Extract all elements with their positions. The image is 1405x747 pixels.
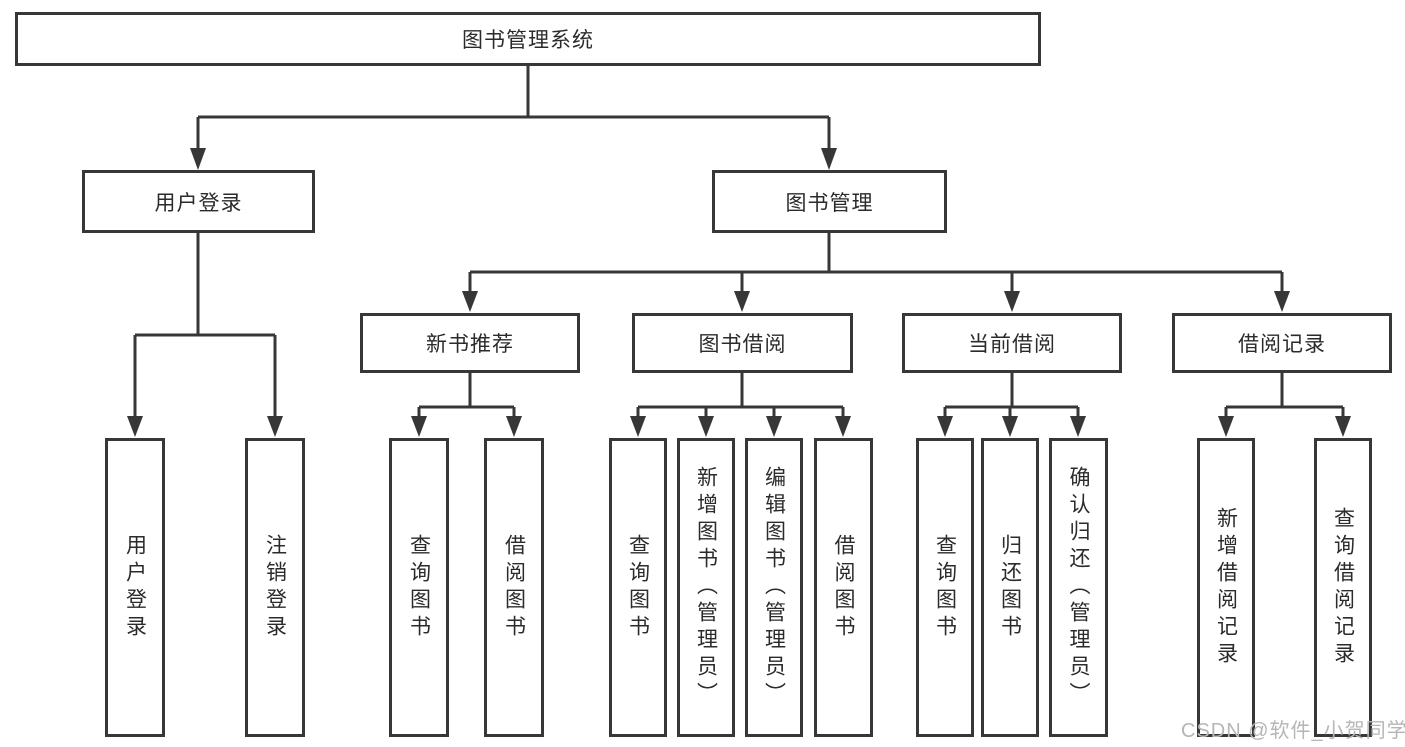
leaf-confirm-return-admin: 确认归还（管理员） (1049, 438, 1108, 737)
node-label: 查询图书 (626, 533, 650, 642)
node-current-borrowing: 当前借阅 (902, 313, 1122, 373)
leaf-query-borrow-record: 查询借阅记录 (1314, 438, 1372, 737)
node-label: 查询借阅记录 (1331, 506, 1355, 669)
node-label: 新书推荐 (426, 333, 514, 356)
node-label: 编辑图书（管理员） (762, 466, 786, 709)
node-label: 查询图书 (933, 533, 957, 642)
leaf-logout: 注销登录 (245, 438, 305, 737)
node-label: 图书借阅 (698, 333, 787, 356)
node-label: 新增借阅记录 (1214, 506, 1238, 669)
node-label: 借阅图书 (832, 533, 855, 642)
leaf-query-books-current: 查询图书 (916, 438, 974, 737)
node-label: 图书管理系统 (462, 29, 594, 52)
node-book-borrowing: 图书借阅 (632, 313, 853, 373)
node-label: 借阅记录 (1238, 333, 1326, 356)
node-label: 当前借阅 (968, 333, 1056, 356)
node-label: 图书管理 (785, 191, 874, 215)
node-label: 借阅图书 (502, 533, 526, 642)
leaf-borrow-books-recommend: 借阅图书 (484, 438, 544, 737)
node-label: 归还图书 (998, 533, 1022, 642)
leaf-query-books-recommend: 查询图书 (389, 438, 449, 737)
node-label: 注销登录 (263, 533, 287, 642)
node-label: 查询图书 (407, 533, 431, 642)
node-label: 新增图书（管理员） (694, 466, 718, 709)
node-borrowing-records: 借阅记录 (1172, 313, 1392, 373)
leaf-borrow-books-borrowing: 借阅图书 (814, 438, 873, 737)
leaf-edit-book-admin: 编辑图书（管理员） (745, 438, 803, 737)
leaf-query-books-borrowing: 查询图书 (609, 438, 667, 737)
leaf-add-book-admin: 新增图书（管理员） (677, 438, 735, 737)
node-book-management: 图书管理 (712, 170, 947, 233)
node-label: 确认归还（管理员） (1067, 466, 1090, 709)
node-label: 用户登录 (154, 191, 243, 215)
arrowheads (127, 148, 1351, 437)
node-user-login: 用户登录 (82, 170, 315, 233)
leaf-add-borrow-record: 新增借阅记录 (1197, 438, 1255, 737)
node-label: 用户登录 (123, 533, 147, 642)
leaf-return-book: 归还图书 (981, 438, 1039, 737)
leaf-user-login: 用户登录 (105, 438, 165, 737)
watermark: CSDN @软件_小贺同学 (1181, 720, 1405, 742)
node-new-book-recommendation: 新书推荐 (360, 313, 580, 373)
node-library-management-system: 图书管理系统 (15, 12, 1041, 66)
